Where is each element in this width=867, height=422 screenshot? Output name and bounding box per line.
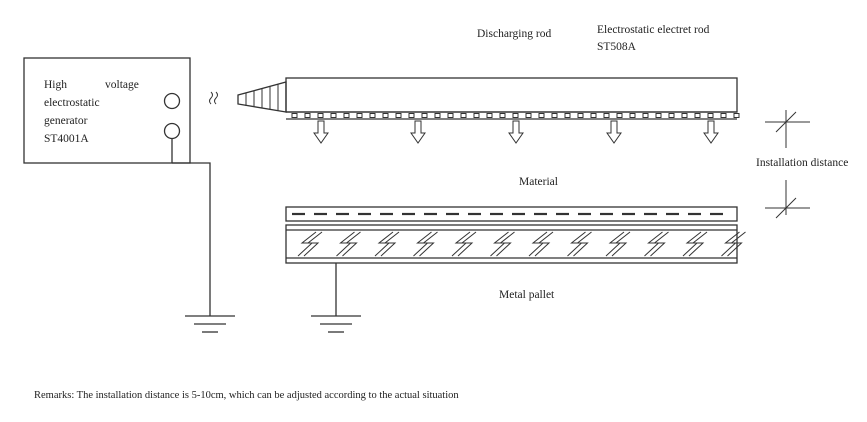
emitter-pin (369, 113, 376, 118)
rod-body (285, 77, 738, 113)
emitter-pin (356, 113, 363, 118)
emitter-pin (629, 113, 636, 118)
material-label: Material (519, 176, 558, 188)
emission-arrows (313, 120, 719, 144)
ground-symbol-icon (185, 315, 235, 333)
lightning-icon (451, 231, 471, 257)
emitter-pin (395, 113, 402, 118)
arrow-down-icon (703, 120, 719, 144)
metal-pallet (285, 224, 746, 264)
cable-connector (209, 81, 287, 113)
electret-rod (285, 77, 740, 144)
arrow-down-icon (606, 120, 622, 144)
generator-ground (171, 139, 235, 333)
generator-label-voltage: voltage (105, 79, 139, 91)
lightning-icon (528, 231, 548, 257)
emitter-pin (707, 113, 714, 118)
emitter-pin (655, 113, 662, 118)
arrow-down-icon (508, 120, 524, 144)
emitter-pin (447, 113, 454, 118)
lightning-icon (682, 231, 702, 257)
generator-model: ST4001A (44, 133, 89, 145)
installation-distance-label: Installation distance (756, 157, 848, 169)
ground-symbol-icon (311, 315, 361, 333)
emitter-pin (564, 113, 571, 118)
lightning-icon (419, 231, 438, 257)
emitter-pin (681, 113, 688, 118)
arrow-down-icon (410, 120, 426, 144)
lightning-icon (650, 231, 669, 257)
lightning-icon (457, 231, 477, 257)
lightning-icon (496, 231, 515, 257)
generator: High voltage electrostatic generator ST4… (23, 57, 191, 164)
remarks-text: Remarks: The installation distance is 5-… (34, 390, 459, 401)
lightning-icon (303, 231, 323, 257)
emitter-pin (460, 113, 467, 118)
emitter-pin (603, 113, 610, 118)
emitter-pin (382, 113, 389, 118)
emitter-pin (512, 113, 519, 118)
emitter-pin (486, 113, 493, 118)
emitter-pin (343, 113, 350, 118)
lightning-icon (490, 231, 509, 257)
material-sheet (285, 206, 738, 222)
lightning-icon (721, 231, 740, 257)
emitter-pin (668, 113, 675, 118)
emitter-pin (434, 113, 441, 118)
lightning-icon (534, 231, 554, 257)
cable-squiggle-icon (209, 91, 218, 105)
output-terminal-2 (163, 122, 181, 140)
emitter-pin (538, 113, 545, 118)
lightning-icon (374, 231, 394, 257)
emitter-pin (525, 113, 532, 118)
lightning-icon (413, 231, 432, 257)
lightning-icon (605, 231, 625, 257)
arrow-down-icon (313, 120, 329, 144)
emitter-pin (330, 113, 337, 118)
emitter-pin (473, 113, 480, 118)
generator-box (23, 57, 191, 164)
electret-rod-label: Electrostatic electret rod (597, 24, 710, 36)
emitter-pin (733, 113, 740, 118)
lightning-icon (727, 231, 746, 257)
lightning-icon (297, 231, 317, 257)
emitter-pin (577, 113, 584, 118)
emitter-pin (499, 113, 506, 118)
output-terminal-1 (163, 92, 181, 110)
lightning-icon (342, 231, 361, 257)
emitter-pin (304, 113, 311, 118)
lightning-icon (567, 231, 586, 257)
rod-emitter-pins (291, 113, 740, 118)
installation-distance-marker: Installation distance (756, 110, 848, 219)
emitter-pin (616, 113, 623, 118)
emitter-pin (421, 113, 428, 118)
lightning-pattern (297, 231, 746, 257)
emitter-pin (408, 113, 415, 118)
emitter-pin (694, 113, 701, 118)
lightning-icon (644, 231, 663, 257)
lightning-icon (573, 231, 592, 257)
emitter-pin (291, 113, 298, 118)
generator-label-electrostatic: electrostatic (44, 97, 100, 109)
emitter-pin (720, 113, 727, 118)
pallet-ground (311, 263, 361, 333)
discharging-rod-label: Discharging rod (477, 28, 551, 40)
generator-label-high: High (44, 79, 67, 91)
emitter-pin (317, 113, 324, 118)
lightning-icon (336, 231, 355, 257)
lightning-icon (688, 231, 708, 257)
electret-rod-model: ST508A (597, 41, 637, 53)
lightning-icon (611, 231, 631, 257)
emitter-pin (551, 113, 558, 118)
emitter-pin (590, 113, 597, 118)
metal-pallet-label: Metal pallet (499, 289, 555, 301)
generator-label-generator: generator (44, 115, 88, 127)
emitter-pin (642, 113, 649, 118)
lightning-icon (380, 231, 400, 257)
